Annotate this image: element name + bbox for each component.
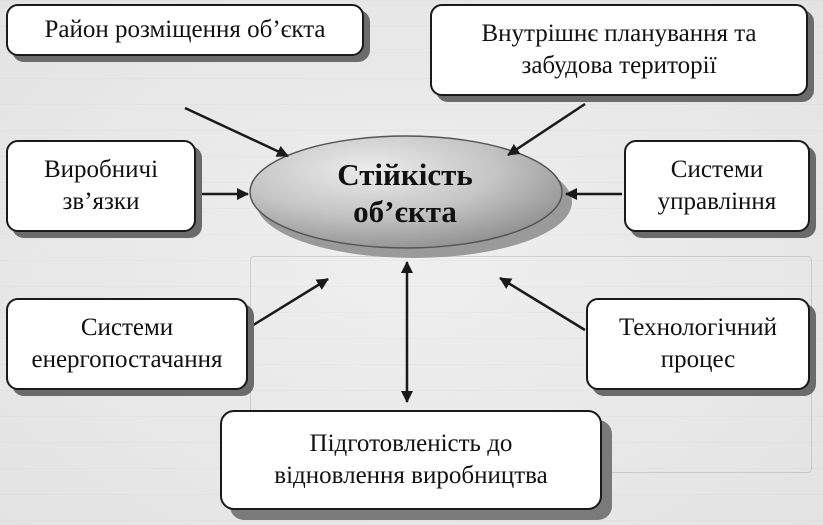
node-production-links: Виробничі зв’язки — [6, 140, 196, 232]
node-recovery-preparedness: Підготовленість до відновлення виробницт… — [220, 410, 602, 510]
arrow-technology-to-center — [499, 276, 586, 332]
node-energy-supply: Системи енергопостачання — [6, 298, 248, 390]
node-technological-process: Технологічний процес — [586, 298, 810, 390]
center-ellipse — [249, 135, 563, 249]
center-label: Стійкість об’єкта — [337, 156, 473, 229]
node-internal-planning: Внутрішнє планування та забудова територ… — [430, 4, 808, 96]
arrow-planning-to-center — [507, 102, 586, 157]
node-location: Район розміщення об’єкта — [6, 4, 364, 56]
node-management-systems: Системи управління — [624, 140, 810, 232]
arrow-location-to-center — [184, 106, 289, 158]
arrow-energy-to-center — [249, 277, 329, 329]
